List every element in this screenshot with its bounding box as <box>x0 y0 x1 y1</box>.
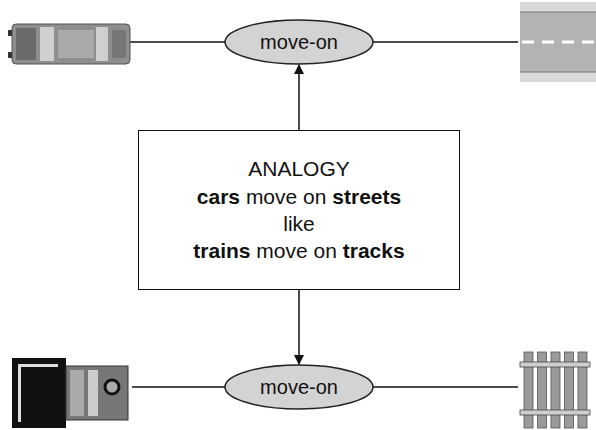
tracks-picture <box>520 350 590 428</box>
node-text: move-on <box>260 29 338 55</box>
car-picture <box>8 24 130 64</box>
node-text: cars move on streets like trains move on… <box>193 183 404 265</box>
street-picture <box>520 2 596 82</box>
analogy-box: ANALOGYcars move on streets like trains … <box>138 130 460 290</box>
train-picture <box>12 358 128 428</box>
leader-line <box>372 41 518 43</box>
leader-line <box>132 386 226 388</box>
rail <box>520 362 590 367</box>
leader-line <box>130 41 226 43</box>
arrow-connector <box>298 290 300 364</box>
box-heading: ANALOGY <box>248 155 350 182</box>
relation-ellipse: move-on <box>224 19 374 65</box>
node-text: move-on <box>260 374 338 400</box>
rail <box>520 410 590 415</box>
leader-line <box>372 386 518 388</box>
relation-ellipse: move-on <box>224 364 374 410</box>
arrow-connector <box>298 65 300 130</box>
